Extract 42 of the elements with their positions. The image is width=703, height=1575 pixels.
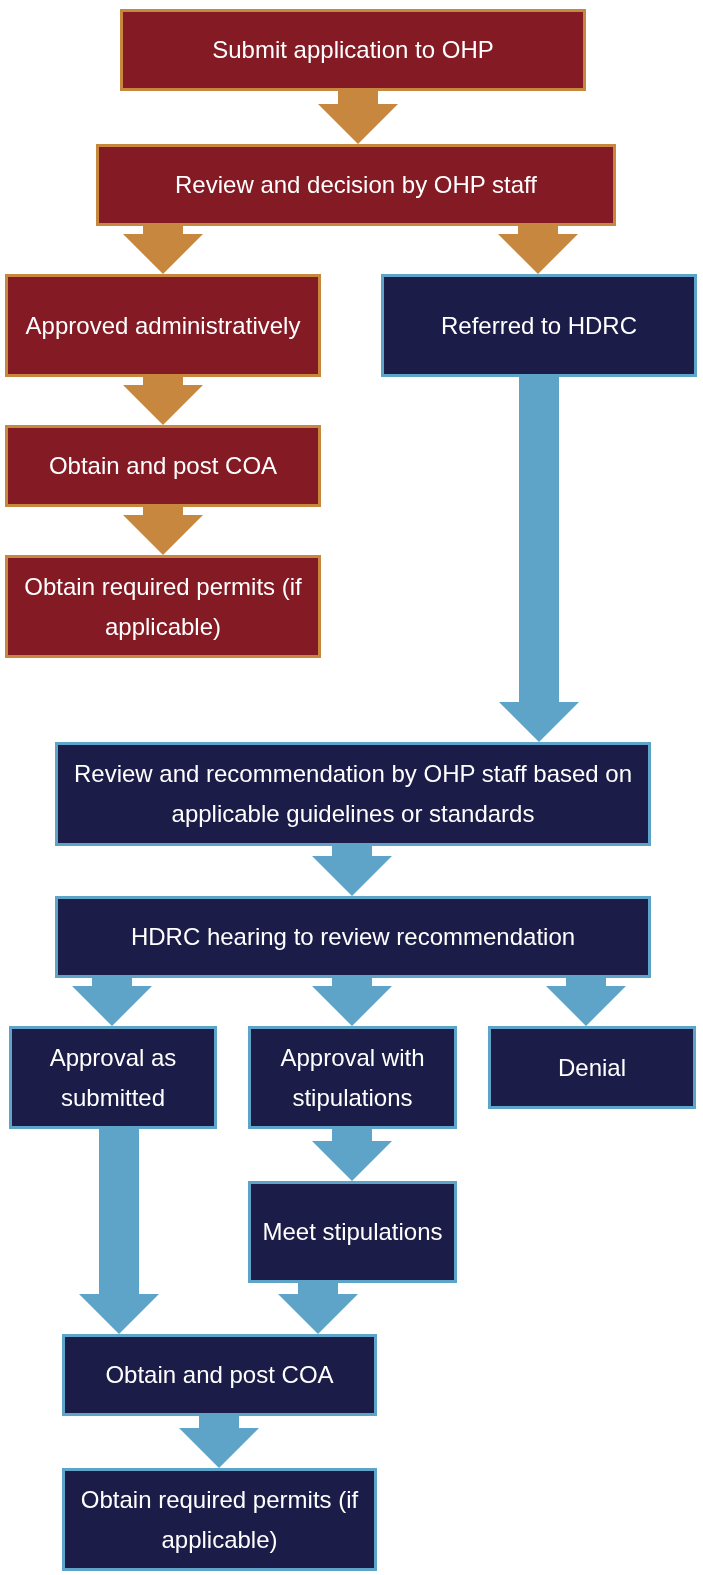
step-text: Approved administratively (24, 310, 302, 341)
step-text: Approval as submitted (48, 1042, 178, 1113)
step-text: Obtain required permits (if applicable) (79, 1484, 360, 1555)
process-box (5, 555, 321, 658)
step-text: Approval with stipulations (279, 1042, 426, 1113)
block-arrow (123, 226, 203, 274)
block-arrow (179, 1416, 259, 1468)
block-arrow (72, 978, 152, 1026)
process-box (248, 1026, 457, 1129)
block-arrow (278, 1283, 358, 1334)
step-text: Obtain and post COA (104, 1360, 335, 1390)
step-text: HDRC hearing to review recommendation (129, 922, 577, 952)
process-box (62, 1468, 377, 1571)
process-box (62, 1334, 377, 1416)
block-arrow (312, 846, 392, 896)
block-arrow (498, 226, 578, 274)
process-box (96, 144, 616, 226)
step-text: Obtain required permits (if applicable) (23, 571, 303, 642)
process-box (381, 274, 697, 377)
block-arrow (123, 507, 203, 555)
step-text: Review and recommendation by OHP staff based on applicable guidelines or standards (72, 759, 634, 829)
process-box (9, 1026, 217, 1129)
step-text: Referred to HDRC (439, 310, 639, 341)
step-text: Review and decision by OHP staff (174, 170, 538, 200)
step-text: Submit application to OHP (211, 35, 495, 65)
block-arrow (318, 91, 398, 144)
step-text: Obtain and post COA (47, 451, 279, 481)
step-text: Meet stipulations (261, 1217, 444, 1247)
process-box (488, 1026, 696, 1109)
process-box (248, 1181, 457, 1283)
block-arrow (312, 978, 392, 1026)
step-text: Denial (556, 1052, 627, 1083)
block-arrow (499, 377, 579, 742)
process-box (55, 742, 651, 846)
block-arrow (123, 377, 203, 425)
process-box (120, 9, 586, 91)
process-box (55, 896, 651, 978)
process-box (5, 274, 321, 377)
block-arrow (79, 1129, 159, 1334)
block-arrow (546, 978, 626, 1026)
block-arrow (312, 1129, 392, 1181)
process-box (5, 425, 321, 507)
